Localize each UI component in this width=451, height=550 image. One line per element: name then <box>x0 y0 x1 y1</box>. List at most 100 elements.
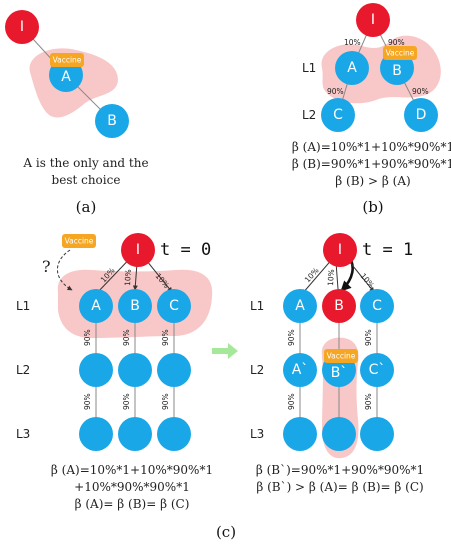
node-l2-b <box>118 353 152 387</box>
node-label: I <box>371 12 375 28</box>
edge-label-l1l2: 90% <box>161 329 170 346</box>
node-a-prime <box>283 353 317 387</box>
node-label: D <box>416 107 427 123</box>
edge-label-l2l3: 90% <box>83 393 92 410</box>
node-a <box>283 289 317 323</box>
level-label-l1: L1 <box>16 299 30 313</box>
time-label: t = 1 <box>362 240 413 260</box>
node-label: B <box>334 298 344 314</box>
edge-label-ib: 10% <box>123 269 133 286</box>
edge-label-l2l3: 90% <box>287 393 296 410</box>
node-d <box>404 98 438 132</box>
edge-label-ic: 10% <box>358 272 376 291</box>
panel-c-right: 10% 10% 10% 90% 90% 90% 90% L1 L2 L3 I t… <box>250 233 424 494</box>
node-label: C` <box>369 362 386 378</box>
level-label-l2: L2 <box>302 108 316 122</box>
node-l3-b <box>322 417 356 451</box>
edge-label-l2l3: 90% <box>161 393 170 410</box>
node-l3-c <box>360 417 394 451</box>
node-label: C <box>169 298 179 314</box>
node-l2-a <box>79 353 113 387</box>
level-label-l3: L3 <box>16 427 30 441</box>
edge-label-l2l3: 90% <box>122 393 131 410</box>
edge-label-bd: 90% <box>412 87 429 96</box>
node-i <box>323 233 357 267</box>
vaccine-badge <box>62 234 96 248</box>
vaccine-badge <box>383 46 417 60</box>
vaccine-label: Vaccine <box>65 237 94 246</box>
node-c <box>157 289 191 323</box>
node-a <box>79 289 113 323</box>
level-label-l1: L1 <box>250 299 264 313</box>
node-label: I <box>136 242 140 258</box>
edge-label-ib: 90% <box>388 38 405 47</box>
node-l3-a <box>283 417 317 451</box>
node-l2-c <box>157 353 191 387</box>
node-label: B <box>130 298 140 314</box>
node-label: C <box>333 107 343 123</box>
node-l3-a <box>79 417 113 451</box>
formula-c-right-1: β (B`)=90%*1+90%*90%*1 <box>256 463 424 477</box>
node-c-prime <box>360 353 394 387</box>
node-label: A <box>91 298 101 314</box>
formula-c-left-1: β (A)=10%*1+10%*90%*1 <box>51 463 213 477</box>
node-label: A <box>61 69 71 85</box>
node-label: A <box>347 60 357 76</box>
node-b-infected <box>322 289 356 323</box>
formula-b-1: β (A)=10%*1+10%*90%*1 <box>292 140 451 154</box>
node-label: A` <box>292 362 309 378</box>
node-label: B <box>107 113 117 129</box>
node-i <box>356 3 390 37</box>
node-c <box>321 98 355 132</box>
edge-label-l1l2: 90% <box>83 329 92 346</box>
formula-b-2: β (B)=90%*1+90%*90%*1 <box>292 157 451 171</box>
formula-c-left-2: +10%*90%*90%*1 <box>74 480 190 494</box>
node-label: I <box>338 242 342 258</box>
edge-label-l1l2: 90% <box>287 329 296 346</box>
edge-label-ia: 10% <box>344 38 361 47</box>
node-c <box>360 289 394 323</box>
edge-label-l1l2: 90% <box>364 329 373 346</box>
node-label: B <box>392 63 402 79</box>
vaccine-badge <box>324 349 358 363</box>
vaccine-label: Vaccine <box>53 56 82 65</box>
formula-b-3: β (B) > β (A) <box>335 174 410 188</box>
question-mark: ? <box>42 257 51 276</box>
edge-label-l2l3: 90% <box>364 393 373 410</box>
edge-label-ib: 10% <box>326 269 336 286</box>
transition-arrow <box>212 343 238 359</box>
sublabel-c: (c) <box>216 523 236 541</box>
node-label: C <box>372 298 382 314</box>
node-label: B` <box>331 365 348 381</box>
panel-c-left: 10% 10% 10% 90% 90% 90% 90% 90% 90% L1 L… <box>16 233 213 511</box>
formula-c-left-3: β (A)= β (B)= β (C) <box>75 497 190 511</box>
formula-c-right-2: β (B`) > β (A)= β (B)= β (C) <box>256 480 423 494</box>
node-i <box>5 10 39 44</box>
node-i <box>121 233 155 267</box>
node-label: I <box>20 19 24 35</box>
node-label: A <box>295 298 305 314</box>
edge-label-ac: 90% <box>327 87 344 96</box>
vaccine-badge <box>50 53 84 67</box>
node-b <box>95 104 129 138</box>
vaccine-label: Vaccine <box>386 49 415 58</box>
node-a <box>335 51 369 85</box>
time-label: t = 0 <box>160 240 211 260</box>
node-b <box>118 289 152 323</box>
level-label-l1: L1 <box>302 61 316 75</box>
sublabel-b: (b) <box>362 198 383 216</box>
level-label-l2: L2 <box>16 363 30 377</box>
level-label-l2: L2 <box>250 363 264 377</box>
caption-a-line1: A is the only and the <box>22 156 148 170</box>
sublabel-a: (a) <box>76 198 97 216</box>
panel-b: 10% 90% 90% 90% L1 L2 I A B Vaccine C D … <box>292 3 451 216</box>
edge-label-l1l2: 90% <box>122 329 131 346</box>
vaccine-label: Vaccine <box>327 352 356 361</box>
caption-a-line2: best choice <box>52 173 121 187</box>
level-label-l3: L3 <box>250 427 264 441</box>
node-l3-c <box>157 417 191 451</box>
question-arrow <box>57 249 73 291</box>
node-l3-b <box>118 417 152 451</box>
panel-a: I A Vaccine B A is the only and the best… <box>5 10 149 216</box>
